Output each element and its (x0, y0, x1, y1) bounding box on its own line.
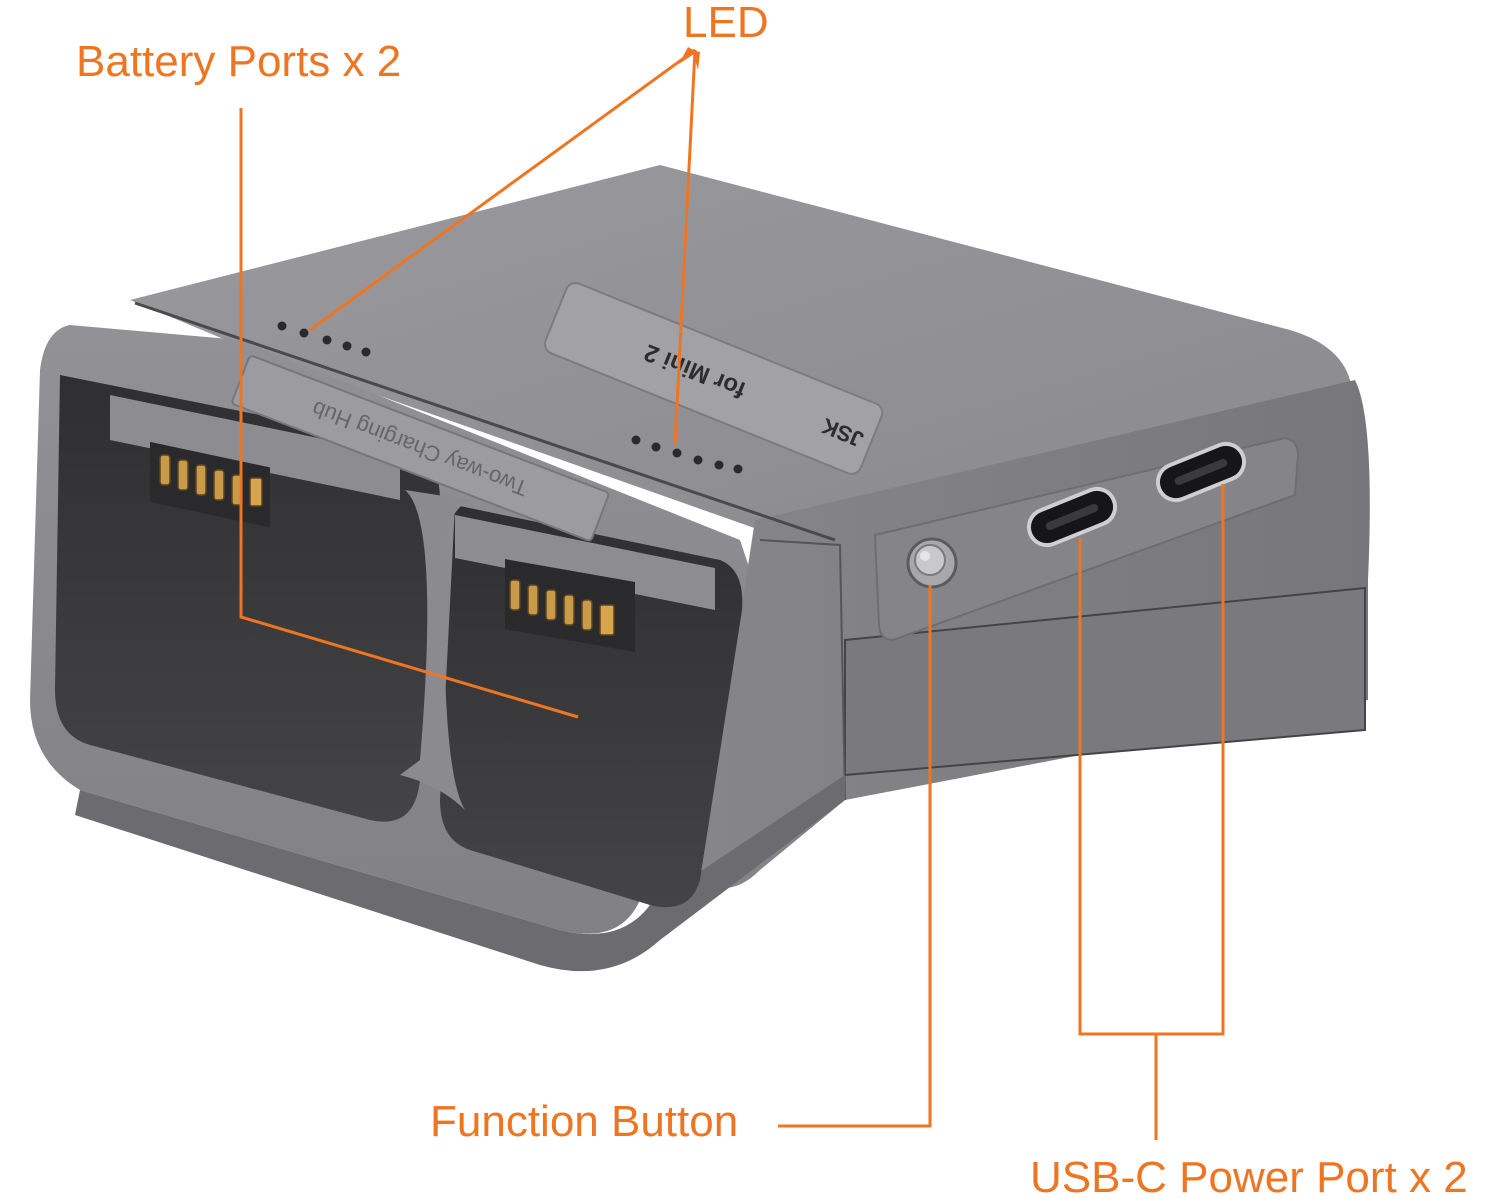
hub-edge-seam (759, 539, 846, 801)
battery-contacts-right (505, 559, 635, 652)
bay-ledge-right (455, 515, 715, 610)
led-leader-right (673, 49, 697, 446)
usbc-leader (1078, 484, 1225, 1140)
usbc-port-2[interactable] (1153, 438, 1250, 505)
hub-model-plate: JSK for Mini 2 (543, 282, 884, 475)
callout-led: LED (683, 0, 769, 47)
callout-battery-ports: Battery Ports x 2 (76, 37, 401, 86)
bay-divider (400, 490, 470, 810)
led-indicators-right (631, 435, 743, 474)
hub-side-lower-band (844, 586, 1366, 777)
bay-ledge-left (110, 395, 400, 500)
callout-lines (239, 48, 1225, 1140)
usbc-port-1[interactable] (1024, 483, 1121, 550)
hub-top-seam (134, 301, 836, 542)
callout-usbc-ports: USB-C Power Port x 2 (1030, 1153, 1468, 1199)
led-arrowheads (679, 47, 700, 70)
battery-ports-leader (239, 108, 579, 719)
charging-hub: Two-way Charging Hub JSK for Mini 2 (30, 165, 1370, 972)
led-arrowhead-right (692, 50, 700, 70)
hub-base (75, 775, 845, 972)
led-indicators-left (277, 321, 371, 357)
callout-function-button: Function Button (430, 1097, 738, 1146)
function-button[interactable] (906, 537, 958, 589)
function-button-leader (778, 585, 932, 1128)
led-leader-left (309, 48, 696, 332)
